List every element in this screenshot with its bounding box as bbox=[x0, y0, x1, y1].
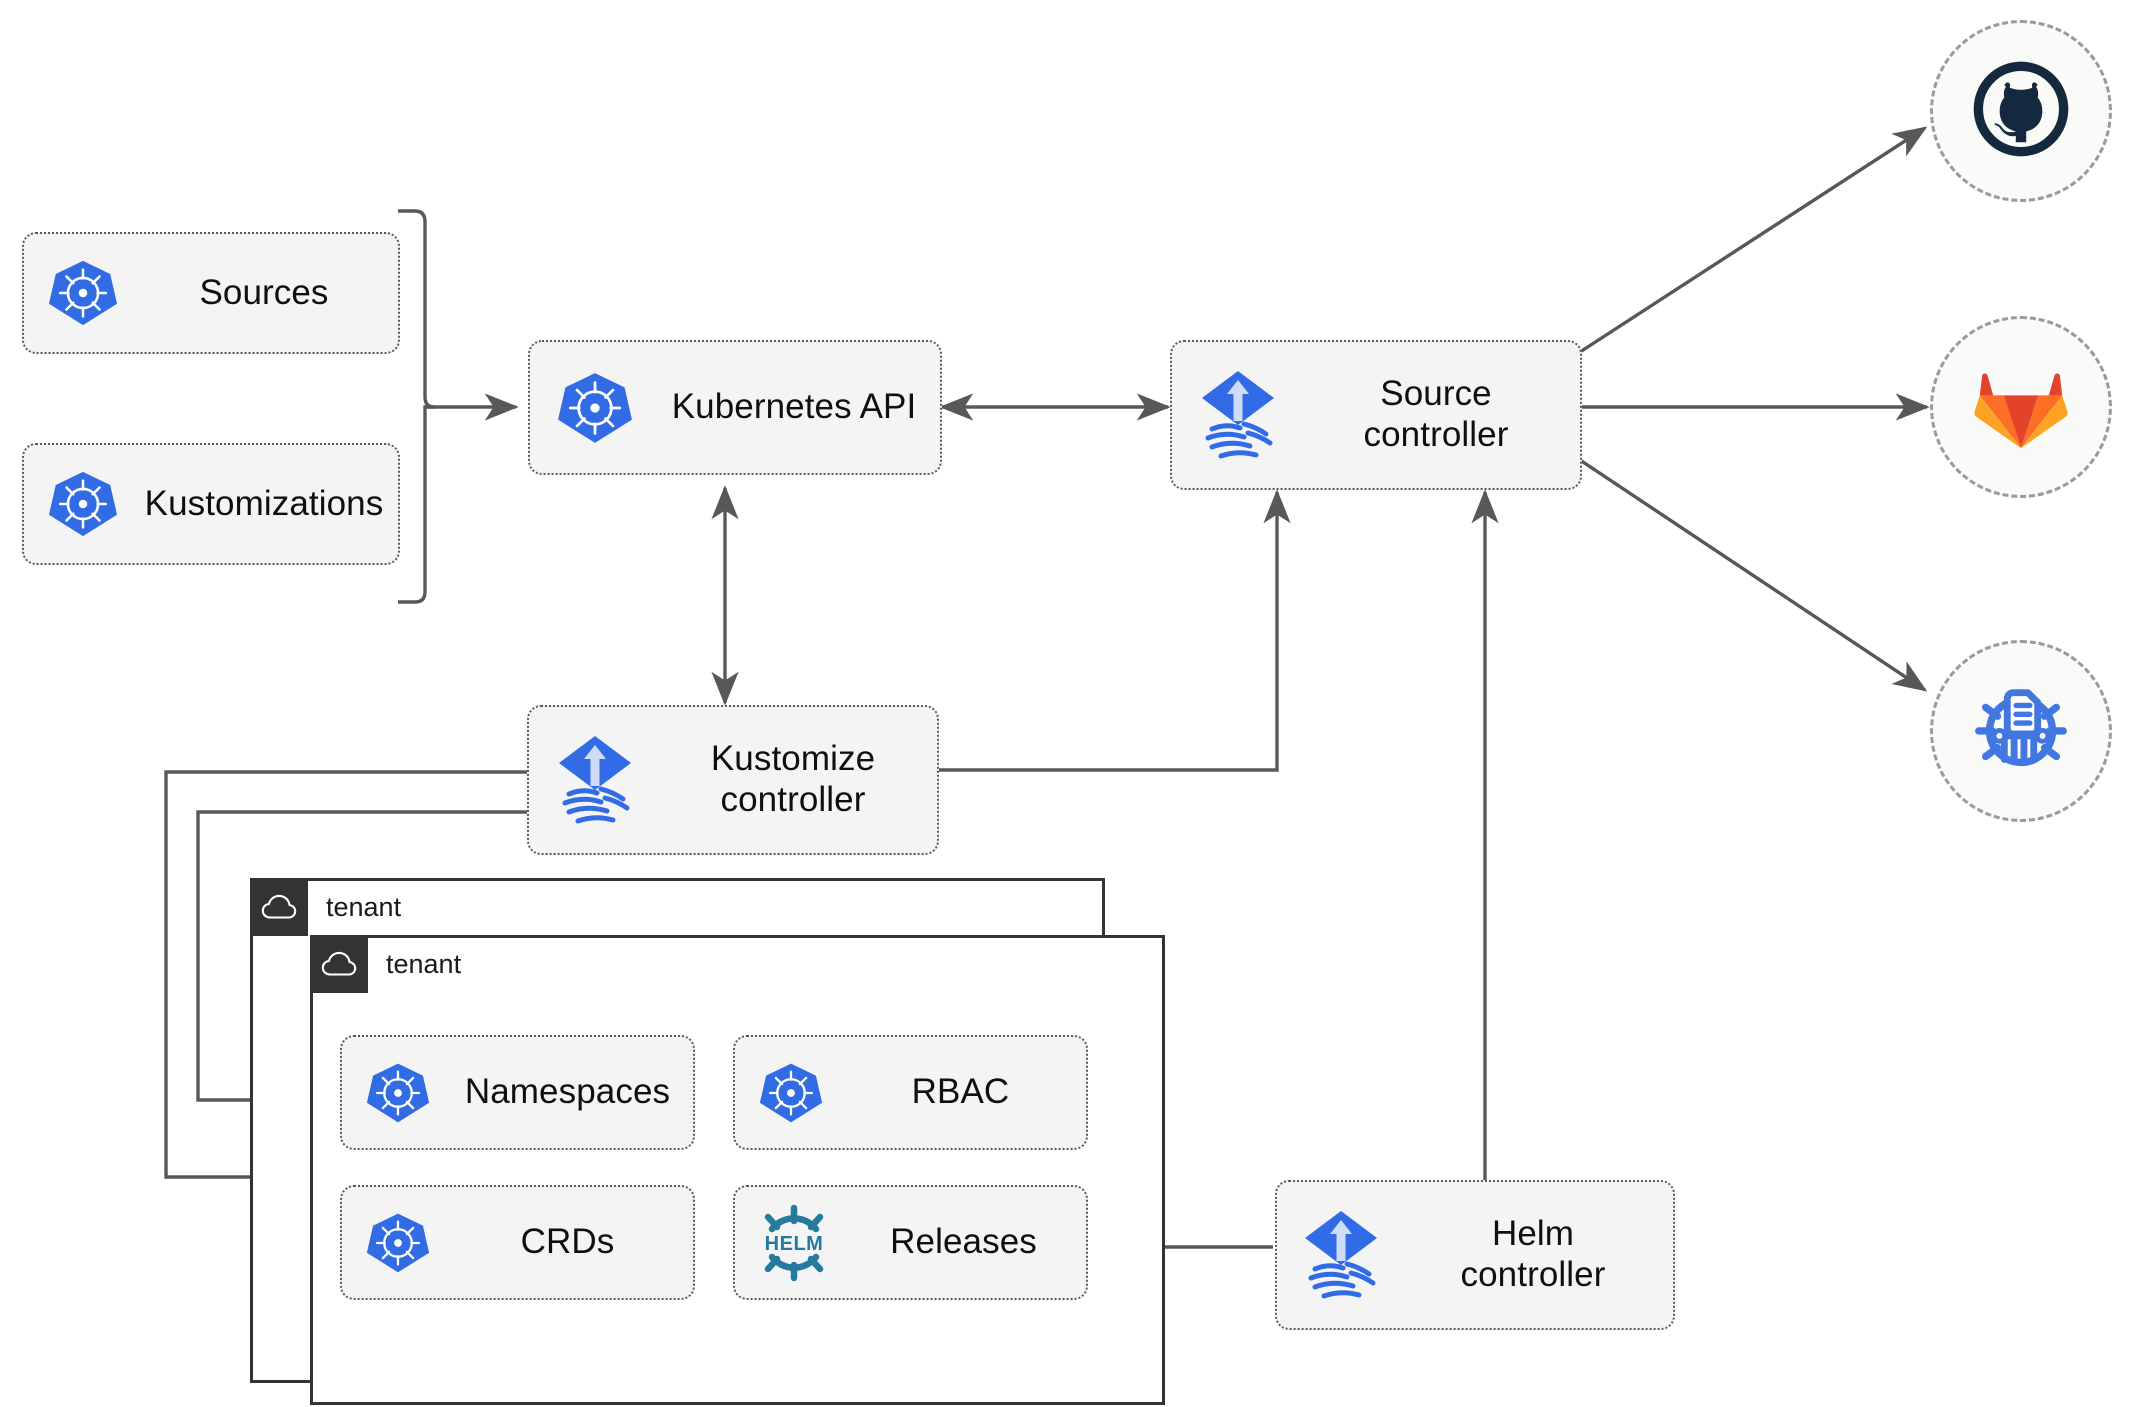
kustomize-to-source-controller bbox=[938, 489, 1291, 772]
source-controller-box[interactable]: Source controller bbox=[1170, 340, 1582, 490]
github-icon bbox=[1969, 57, 2073, 166]
tenant-label: tenant bbox=[326, 891, 402, 922]
tenant-resource-label: Releases bbox=[890, 1222, 1037, 1262]
cloud-icon bbox=[310, 935, 368, 993]
tenant-resource-namespaces[interactable]: Namespaces bbox=[340, 1035, 695, 1150]
kubernetes-icon bbox=[530, 370, 660, 446]
source-controller-label: Source controller bbox=[1363, 374, 1509, 454]
cloud-icon bbox=[250, 878, 308, 936]
tenant-resource-label: RBAC bbox=[911, 1072, 1010, 1112]
tenant-label: tenant bbox=[386, 948, 462, 979]
helm-controller-box[interactable]: Helm controller bbox=[1275, 1180, 1675, 1330]
tenant-tab-back: tenant bbox=[250, 878, 401, 936]
tenant-resource-label: CRDs bbox=[520, 1222, 615, 1262]
source-to-github bbox=[1579, 126, 1928, 354]
container-registry-icon bbox=[1967, 675, 2075, 788]
flux-icon bbox=[1172, 367, 1304, 463]
svg-text:HELM: HELM bbox=[765, 1233, 824, 1255]
external-source-gitlab[interactable] bbox=[1930, 316, 2112, 498]
kubernetes-icon bbox=[342, 1211, 454, 1275]
tenant-resource-rbac[interactable]: RBAC bbox=[733, 1035, 1088, 1150]
sources-bracket bbox=[398, 209, 435, 604]
resource-label: Kustomizations bbox=[144, 483, 384, 523]
kubernetes-api-box[interactable]: Kubernetes API bbox=[528, 340, 942, 475]
kustomize-controller-label: Kustomize controller bbox=[710, 739, 876, 819]
kubernetes-icon bbox=[342, 1061, 454, 1125]
kustomize-controller-box[interactable]: Kustomize controller bbox=[527, 705, 939, 855]
kubernetes-icon bbox=[24, 258, 142, 328]
resource-box-sources[interactable]: Sources bbox=[22, 232, 400, 354]
resource-label: Sources bbox=[199, 272, 329, 312]
external-source-registry[interactable] bbox=[1930, 640, 2112, 822]
tenant-resource-crds[interactable]: CRDs bbox=[340, 1185, 695, 1300]
gitlab-icon bbox=[1973, 359, 2069, 456]
tenant-resource-releases[interactable]: HELM Releases bbox=[733, 1185, 1088, 1300]
tenant-tab-front: tenant bbox=[310, 935, 461, 993]
external-source-github[interactable] bbox=[1930, 20, 2112, 202]
flux-icon bbox=[1277, 1207, 1405, 1303]
tenant-resource-label: Namespaces bbox=[464, 1072, 671, 1112]
flux-icon bbox=[529, 732, 661, 828]
kubernetes-api-label: Kubernetes API bbox=[671, 387, 917, 427]
tenant-window-front[interactable]: tenant bbox=[310, 935, 1165, 1405]
source-to-registry bbox=[1579, 458, 1928, 692]
resource-box-kustomizations[interactable]: Kustomizations bbox=[22, 443, 400, 565]
kubernetes-icon bbox=[735, 1061, 847, 1125]
helm-controller-label: Helm controller bbox=[1460, 1214, 1606, 1294]
helm-icon: HELM bbox=[735, 1203, 853, 1283]
kubernetes-icon bbox=[24, 469, 142, 539]
